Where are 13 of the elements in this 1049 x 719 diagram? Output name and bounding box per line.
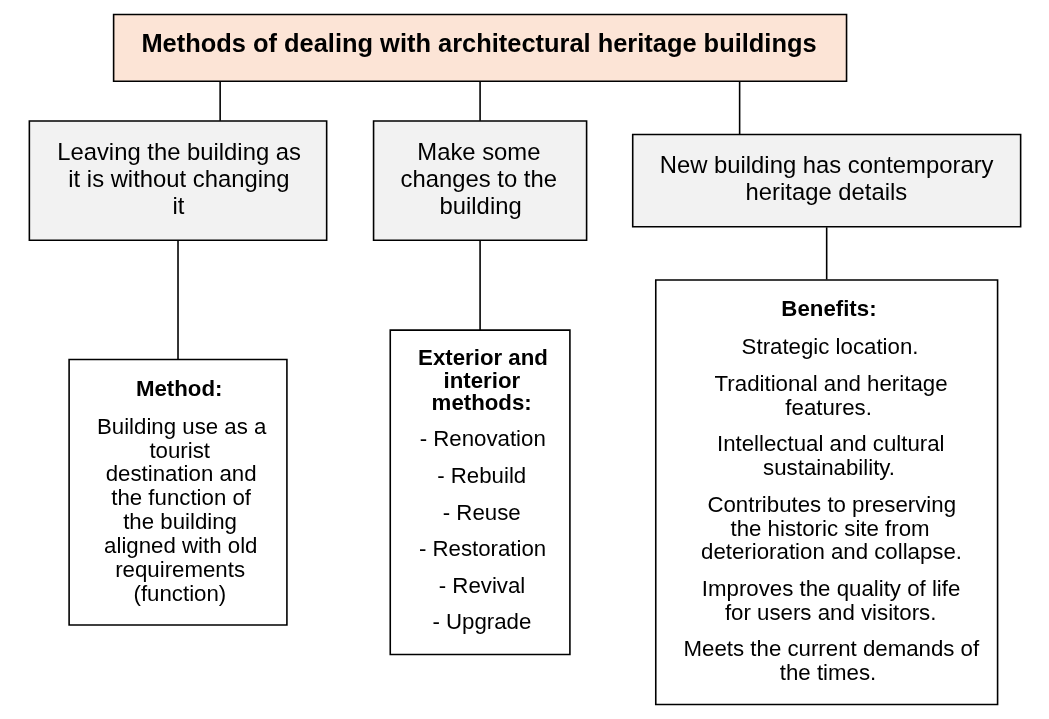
node-box: Leaving the building as it is without changing it [28,120,327,242]
connector [176,239,179,361]
connector [738,80,740,135]
connector [478,239,481,331]
node-box: Method: Building use as a tourist destination and the function of the building aligned with old requirements (function) [67,358,288,626]
connector [478,80,481,122]
connector [825,226,827,281]
node-box: Methods of dealing with architectural heritage buildings [112,13,847,83]
node-box: Make some changes to the building [372,120,587,242]
node-box: Benefits: Strategic location. Traditional and heritage features. Intellectual and cultural sustainability. Contributes to preserving the historic site from deterioration and collapse. Improves the quality of life for users and visitors. Meets the current demands of the times. [654,279,998,706]
connector [218,80,221,122]
node-box: New building has contemporary heritage details [631,133,1021,228]
node-box: Exterior and interior methods: - Renovation - Rebuild - Reuse - Restoration - Revival - Upgrade [388,329,571,656]
